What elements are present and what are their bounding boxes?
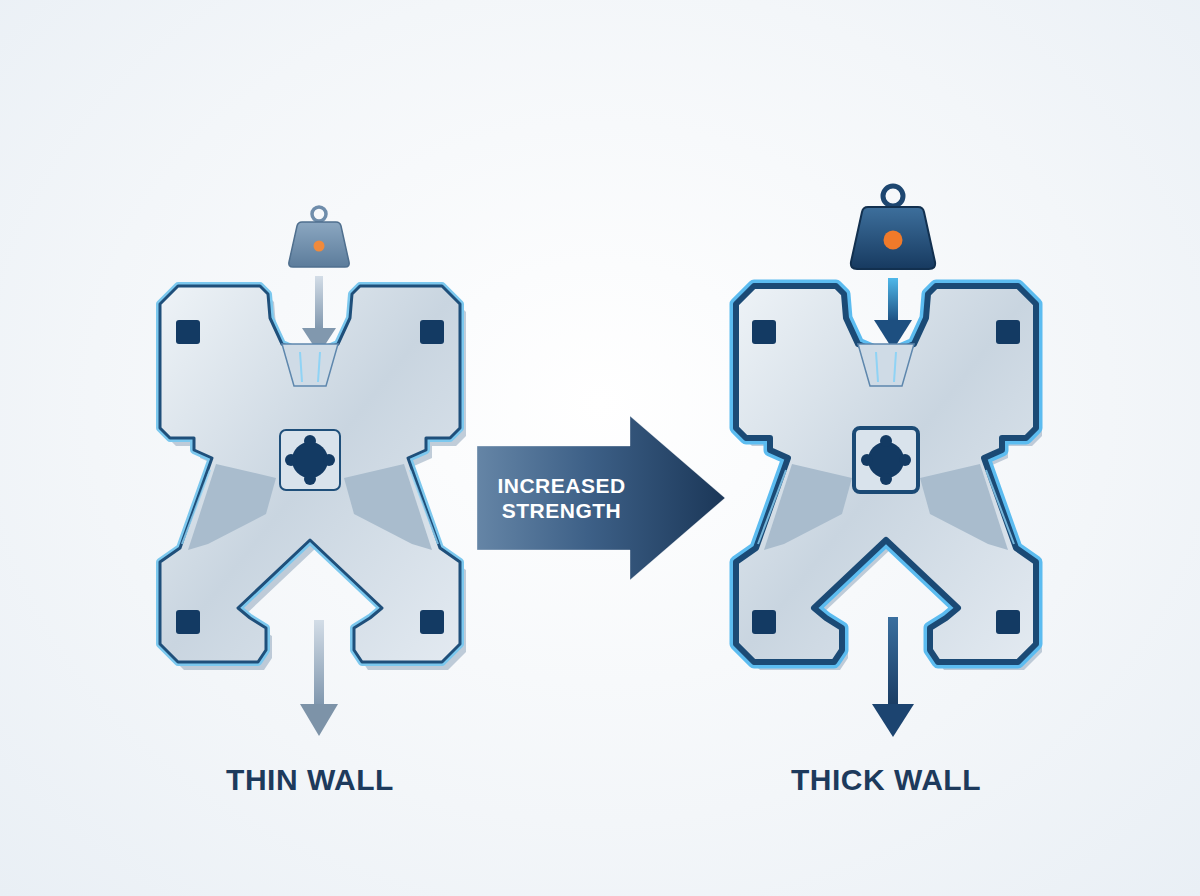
arrow-label: INCREASED STRENGTH [487, 473, 637, 523]
reaction-arrow [300, 620, 338, 736]
large-weight [851, 186, 935, 269]
profile-label: THIN WALL [226, 762, 394, 798]
strength-arrow [477, 416, 725, 580]
thin-wall-profile [160, 286, 466, 670]
load-arrow [302, 276, 336, 354]
profile-node: THICK WALL [731, 282, 1041, 800]
load-arrow [874, 278, 912, 350]
profile-label: THICK WALL [791, 762, 981, 798]
profile-node: THIN WALL [155, 282, 465, 800]
thick-wall-profile [736, 286, 1042, 670]
small-weight [289, 207, 349, 267]
reaction-arrow [872, 617, 914, 737]
